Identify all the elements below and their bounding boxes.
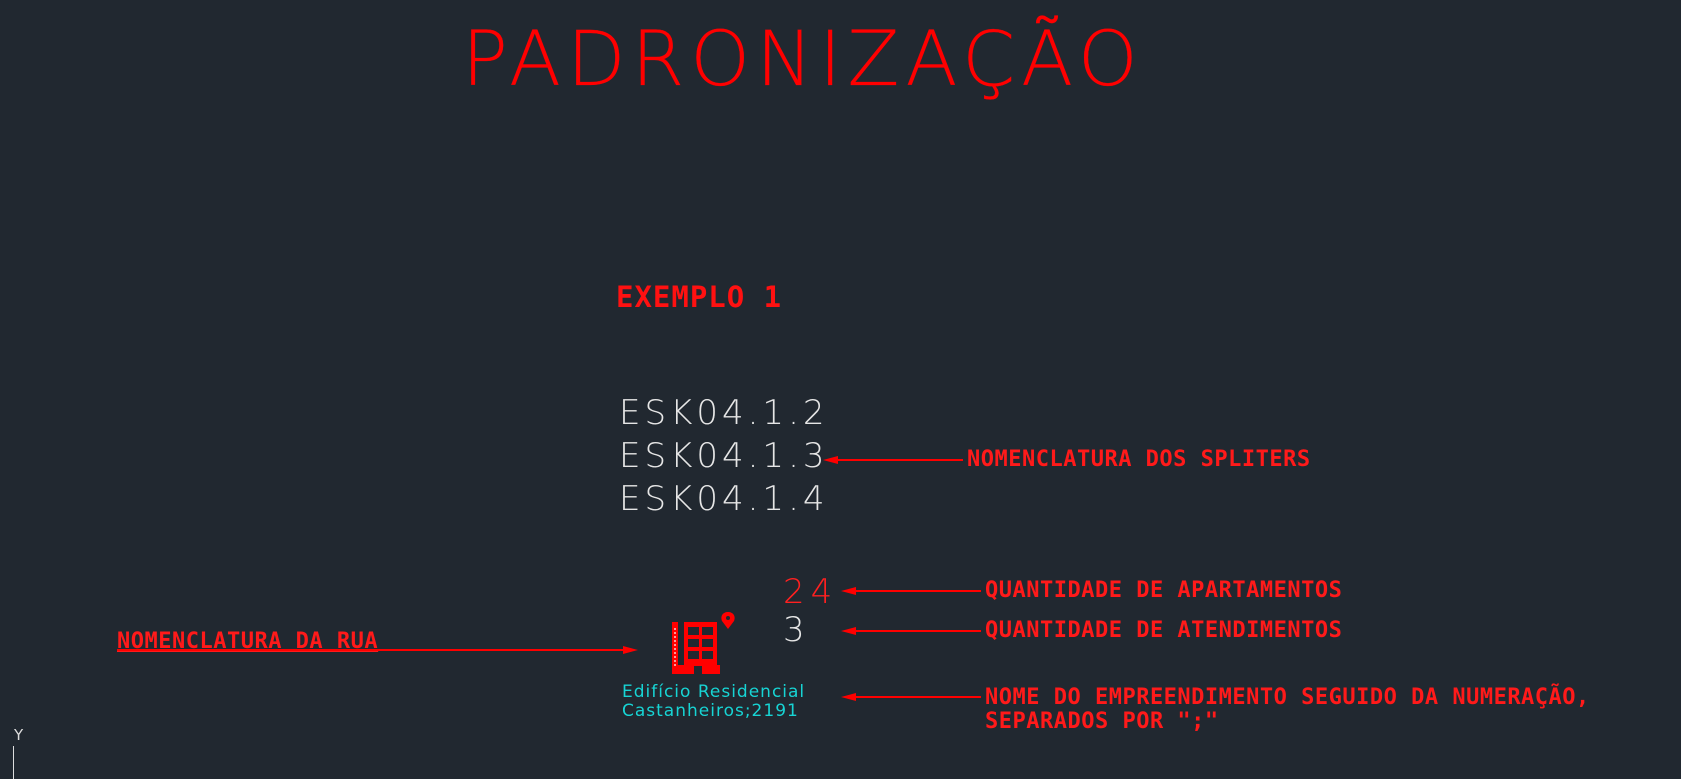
splitter-label: ESK04.1.3	[619, 436, 829, 476]
annotation-services: QUANTIDADE DE ATENDIMENTOS	[985, 618, 1343, 643]
location-pin-icon	[721, 612, 735, 629]
apartments-count: 24	[783, 572, 839, 612]
splitter-label: ESK04.1.4	[619, 479, 829, 519]
building-name-line1: Edifício Residencial	[622, 682, 806, 702]
axis-y-label: Y	[14, 726, 24, 744]
building-name-line2: Castanheiros;2191	[622, 701, 799, 721]
annotation-name-line2: SEPARADOS POR ";"	[985, 709, 1219, 734]
arrow-apartments	[841, 587, 981, 595]
annotation-splitters: NOMENCLATURA DOS SPLITERS	[967, 447, 1311, 472]
annotation-apartments: QUANTIDADE DE APARTAMENTOS	[985, 578, 1343, 603]
arrow-services	[841, 627, 981, 635]
page-title: PADRONIZAÇÃO	[462, 14, 1144, 103]
example-label: EXEMPLO 1	[616, 280, 783, 314]
building-icon	[672, 622, 720, 674]
services-count: 3	[783, 610, 805, 650]
axis-y-line	[13, 746, 14, 779]
splitter-label: ESK04.1.2	[619, 393, 829, 433]
arrow-building-name	[841, 693, 981, 701]
arrow-street	[117, 646, 638, 654]
annotation-name-line1: NOME DO EMPREENDIMENTO SEGUIDO DA NUMERA…	[985, 685, 1590, 710]
arrow-splitters	[823, 456, 963, 464]
